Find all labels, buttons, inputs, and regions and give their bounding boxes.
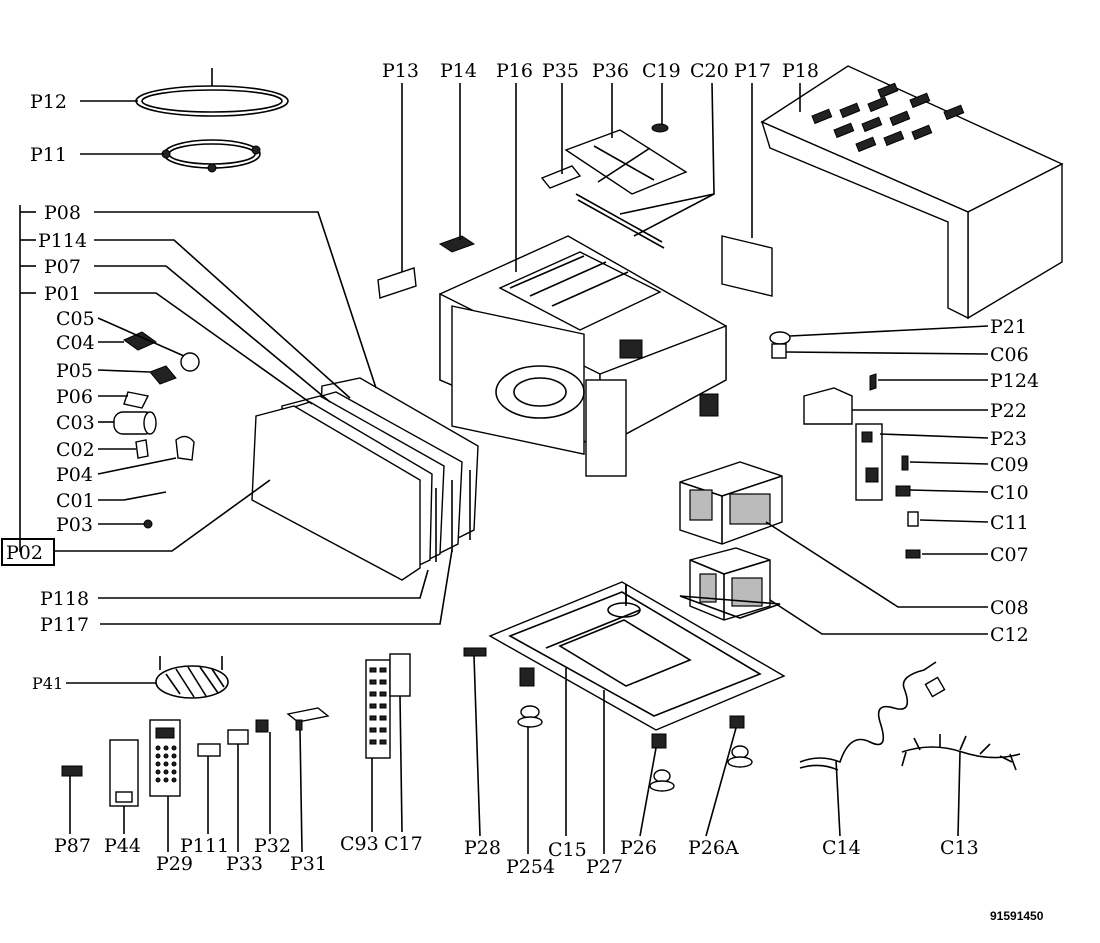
part-p18-outer-case [760, 65, 1064, 320]
label-p04: P04 [56, 464, 93, 486]
part-p16-cavity [439, 235, 727, 477]
label-p36: P36 [592, 60, 629, 82]
label-p12: P12 [30, 91, 67, 113]
label-p44: P44 [104, 835, 141, 857]
label-c19: C19 [642, 60, 681, 82]
part-latch-parts [113, 331, 200, 529]
part-c13-wire-harness [901, 734, 1021, 771]
label-p111: P111 [180, 835, 229, 857]
label-p27: P27 [586, 856, 623, 878]
label-c03: C03 [56, 412, 95, 434]
part-c12-capacitor [679, 547, 781, 621]
label-c06: C06 [990, 344, 1029, 366]
label-p32: P32 [254, 835, 291, 857]
label-p41: P41 [32, 674, 63, 693]
label-p118: P118 [40, 588, 89, 610]
label-p16: P16 [496, 60, 533, 82]
label-c05: C05 [56, 308, 95, 330]
label-p03: P03 [56, 514, 93, 536]
p02-label-box [1, 538, 55, 566]
part-c93-c17-keypad [365, 653, 411, 759]
part-control-panel [61, 707, 330, 807]
label-p08: P08 [44, 202, 81, 224]
part-door-assembly [251, 377, 479, 581]
label-p33: P33 [226, 853, 263, 875]
part-p12-glass-tray [135, 68, 289, 117]
label-c20: C20 [690, 60, 729, 82]
label-p35: P35 [542, 60, 579, 82]
label-p29: P29 [156, 853, 193, 875]
label-c10: C10 [990, 482, 1029, 504]
label-p22: P22 [990, 400, 1027, 422]
label-c04: C04 [56, 332, 95, 354]
label-p11: P11 [30, 144, 67, 166]
label-c08: C08 [990, 597, 1029, 619]
label-p87: P87 [54, 835, 91, 857]
label-p117: P117 [40, 614, 89, 636]
part-electrical-parts [769, 331, 921, 559]
label-p01: P01 [44, 283, 81, 305]
label-p21: P21 [990, 316, 1027, 338]
label-p23: P23 [990, 428, 1027, 450]
label-p06: P06 [56, 386, 93, 408]
label-c02: C02 [56, 439, 95, 461]
label-p26a: P26A [688, 837, 739, 859]
part-p41-label [155, 656, 229, 699]
part-p27-base-plate [488, 581, 786, 731]
label-p26: P26 [620, 837, 657, 859]
label-p13: P13 [382, 60, 419, 82]
label-p28: P28 [464, 837, 501, 859]
label-c07: C07 [990, 544, 1029, 566]
label-c09: C09 [990, 454, 1029, 476]
part-p11-roller-ring [161, 139, 261, 173]
label-c11: C11 [990, 512, 1029, 534]
label-p254: P254 [506, 856, 555, 878]
label-c12: C12 [990, 624, 1029, 646]
label-p31: P31 [290, 853, 327, 875]
label-c01: C01 [56, 490, 95, 512]
label-c13: C13 [940, 837, 979, 859]
part-c08-transformer [679, 461, 783, 545]
label-p17: P17 [734, 60, 771, 82]
label-p18: P18 [782, 60, 819, 82]
label-p114: P114 [38, 230, 87, 252]
part-labels: P12 P11 P08 P114 P07 P01 C05 C04 P05 P06… [6, 60, 1044, 923]
label-c17: C17 [384, 833, 423, 855]
part-c14-power-cord [799, 661, 946, 771]
label-p02: P02 [6, 542, 43, 564]
part-feet [463, 647, 753, 792]
label-c15: C15 [548, 839, 587, 861]
label-p05: P05 [56, 360, 93, 382]
label-c93: C93 [340, 833, 379, 855]
label-c14: C14 [822, 837, 861, 859]
label-p124: P124 [990, 370, 1039, 392]
label-p14: P14 [440, 60, 477, 82]
label-p07: P07 [44, 256, 81, 278]
document-number: 91591450 [990, 909, 1044, 923]
leader-lines [19, 82, 989, 854]
